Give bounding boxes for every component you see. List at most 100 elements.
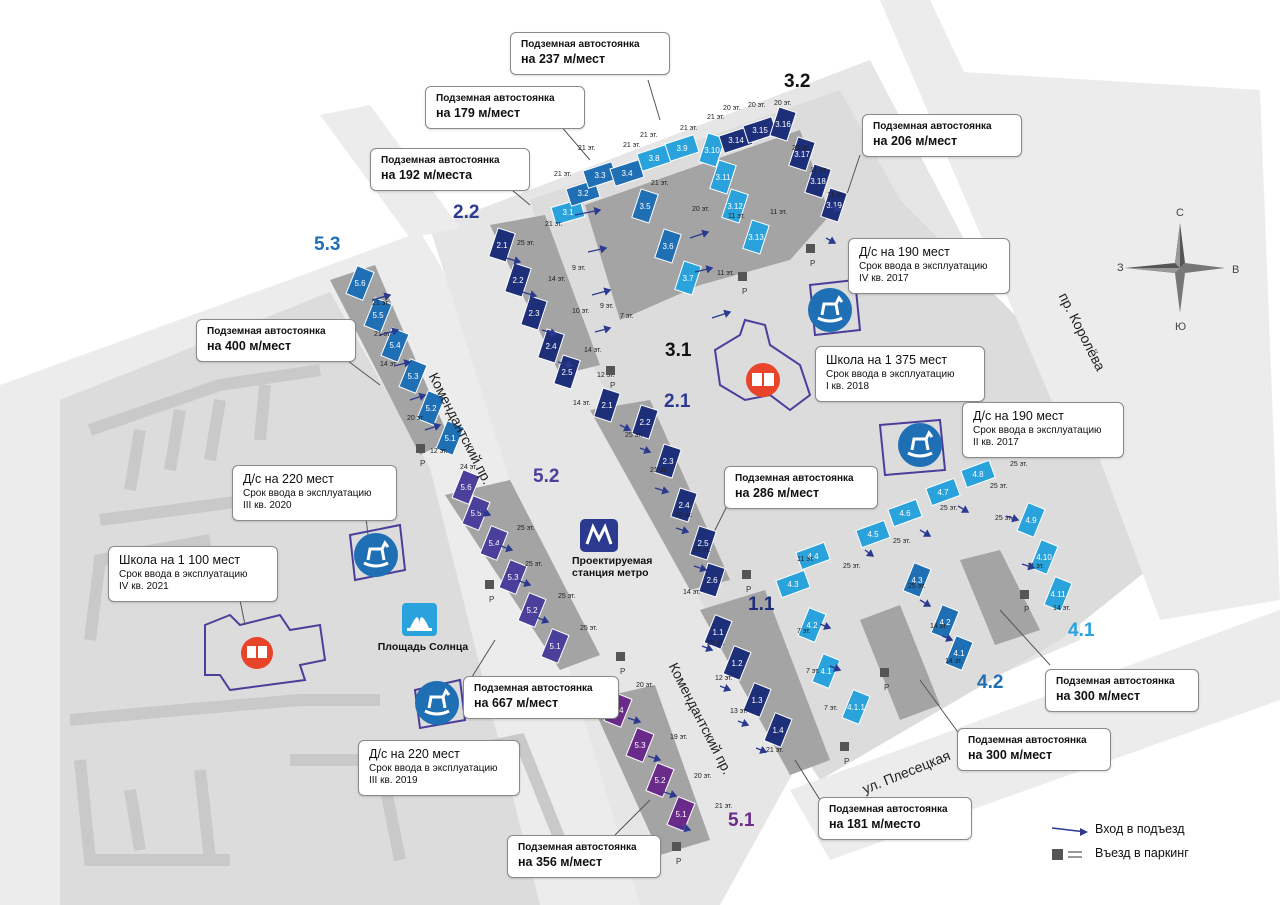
- entrance-arrow-head: [403, 359, 412, 368]
- building-section: 4.2: [930, 604, 960, 640]
- entrance-arrow-head: [513, 256, 522, 265]
- section-number: 2.6: [706, 576, 718, 585]
- section-block: [670, 487, 698, 523]
- building-section: 2.5: [689, 525, 717, 561]
- floor-count-label: 11 эт.: [810, 167, 827, 174]
- floor-count-label: 14 эт.: [930, 623, 948, 630]
- floor-count-label: 9 эт.: [572, 265, 586, 272]
- building-section: 5.6: [451, 469, 481, 505]
- building-section: 1.1: [703, 614, 733, 650]
- building-section: 2.2: [631, 404, 659, 440]
- section-block: [520, 295, 548, 331]
- section-block: [709, 159, 737, 195]
- entrance-arrow-head: [603, 325, 612, 334]
- section-number: 3.12: [727, 202, 743, 211]
- building-section: 4.10: [1029, 539, 1059, 575]
- floor-count-label: 7 эт.: [620, 313, 634, 320]
- section-block: [960, 459, 996, 489]
- section-block: [698, 132, 726, 168]
- entrance-arrow-head: [1027, 562, 1036, 571]
- entrance-arrow-head: [833, 203, 842, 212]
- section-block: [804, 163, 832, 199]
- section-block: [811, 653, 841, 689]
- parking-entry-marker: [616, 652, 625, 661]
- parking-entry-marker: [672, 842, 681, 851]
- building-section: 5.2: [416, 390, 446, 426]
- entrance-arrow-head: [741, 718, 750, 727]
- entrance-arrow-head: [960, 505, 970, 513]
- section-block: [380, 327, 410, 363]
- kindergarten-callout-220-b: Д/с на 220 мест Срок ввода в эксплуатаци…: [358, 740, 520, 796]
- entrance-arrow-head: [705, 265, 714, 274]
- parking-entry-marker: [606, 366, 615, 375]
- kindergarten-callout-190-b: Д/с на 190 мест Срок ввода в эксплуатаци…: [962, 402, 1124, 458]
- callout-line-2: на 356 м/мест: [518, 854, 603, 869]
- building-section: 5.5: [363, 297, 393, 333]
- section-number: 5.2: [526, 606, 538, 615]
- section-number: 3.18: [810, 177, 826, 186]
- building-section: 3.7: [674, 260, 702, 296]
- section-number: 5.6: [460, 483, 472, 492]
- building-section: 2.6: [698, 562, 726, 598]
- section-block: [625, 727, 655, 763]
- entrance-arrow-head: [391, 327, 400, 336]
- legend-parking-label: Въезд в паркинг: [1095, 846, 1189, 860]
- parking-letter: P: [620, 667, 625, 676]
- section-block: [1016, 502, 1046, 538]
- section-number: 5.3: [407, 372, 419, 381]
- building-section: 3.13: [742, 219, 770, 255]
- floor-count-label: 14 эт.: [945, 658, 963, 665]
- section-number: 5.4: [389, 341, 401, 350]
- school-callout-1375: Школа на 1 375 мест Срок ввода в эксплуа…: [815, 346, 985, 402]
- entrance-arrow-head: [653, 754, 662, 763]
- floor-count-label: 25 эт.: [940, 505, 958, 512]
- parking-entry-marker: [485, 580, 494, 589]
- callout-line-1: Д/с на 220 мест: [369, 747, 460, 761]
- building-section: 2.4: [537, 328, 565, 364]
- entrance-arrow-head: [945, 633, 954, 642]
- floor-count-label: 21 эт.: [623, 142, 641, 149]
- building-section: 3.5: [631, 188, 659, 224]
- callout-line-2: на 206 м/мест: [873, 133, 958, 148]
- entrance-arrow-head: [833, 663, 842, 672]
- floor-count-label: 20 эт.: [723, 105, 741, 112]
- section-block: [788, 136, 816, 172]
- section-number: 3.1: [562, 208, 574, 217]
- section-number: 3.6: [662, 242, 674, 251]
- section-block: [902, 562, 932, 598]
- floor-count-label: 21 эт.: [372, 300, 390, 307]
- section-number: 3.2: [577, 189, 589, 198]
- parking-letter: P: [489, 595, 494, 604]
- callout-line-2: на 192 м/места: [381, 167, 473, 182]
- compass-north-label: С: [1176, 207, 1184, 219]
- callout-line-1: Подземная автостоянка: [207, 326, 326, 337]
- callout-line-3: III кв. 2019: [369, 775, 418, 787]
- entrance-arrow-head: [723, 683, 732, 692]
- callout-line-2: Срок ввода в эксплуатацию: [826, 368, 955, 380]
- section-block: [345, 265, 375, 301]
- floor-count-label: 23 эт.: [707, 640, 725, 647]
- section-block: [537, 328, 565, 364]
- floor-count-label: 10 эт.: [572, 308, 590, 315]
- section-block: [363, 297, 393, 333]
- callout-line-1: Д/с на 220 мест: [243, 472, 334, 486]
- section-number: 4.2: [806, 621, 818, 630]
- callout-line-1: Школа на 1 375 мест: [826, 353, 948, 367]
- legend-parking: Въезд в паркинг: [1095, 846, 1189, 860]
- section-block: [654, 443, 682, 479]
- building-section: 5.2: [645, 762, 675, 798]
- compass-rose: [1125, 223, 1225, 313]
- callout-line-2: на 181 м/место: [829, 816, 921, 831]
- entrance-arrow-head: [705, 643, 714, 652]
- floor-count-label: 12 эт.: [597, 372, 615, 379]
- section-block: [742, 219, 770, 255]
- building-section: 3.18: [804, 163, 832, 199]
- floor-count-label: 21 эт.: [715, 803, 733, 810]
- section-number: 5.3: [507, 573, 519, 582]
- building-section: 5.2: [517, 592, 547, 628]
- section-block: [435, 420, 465, 456]
- kindergarten-callout-190-a: Д/с на 190 мест Срок ввода в эксплуатаци…: [848, 238, 1010, 294]
- metro-label-line-2: станция метро: [572, 567, 649, 579]
- floor-count-label: 9 эт.: [600, 303, 614, 310]
- section-block: [698, 562, 726, 598]
